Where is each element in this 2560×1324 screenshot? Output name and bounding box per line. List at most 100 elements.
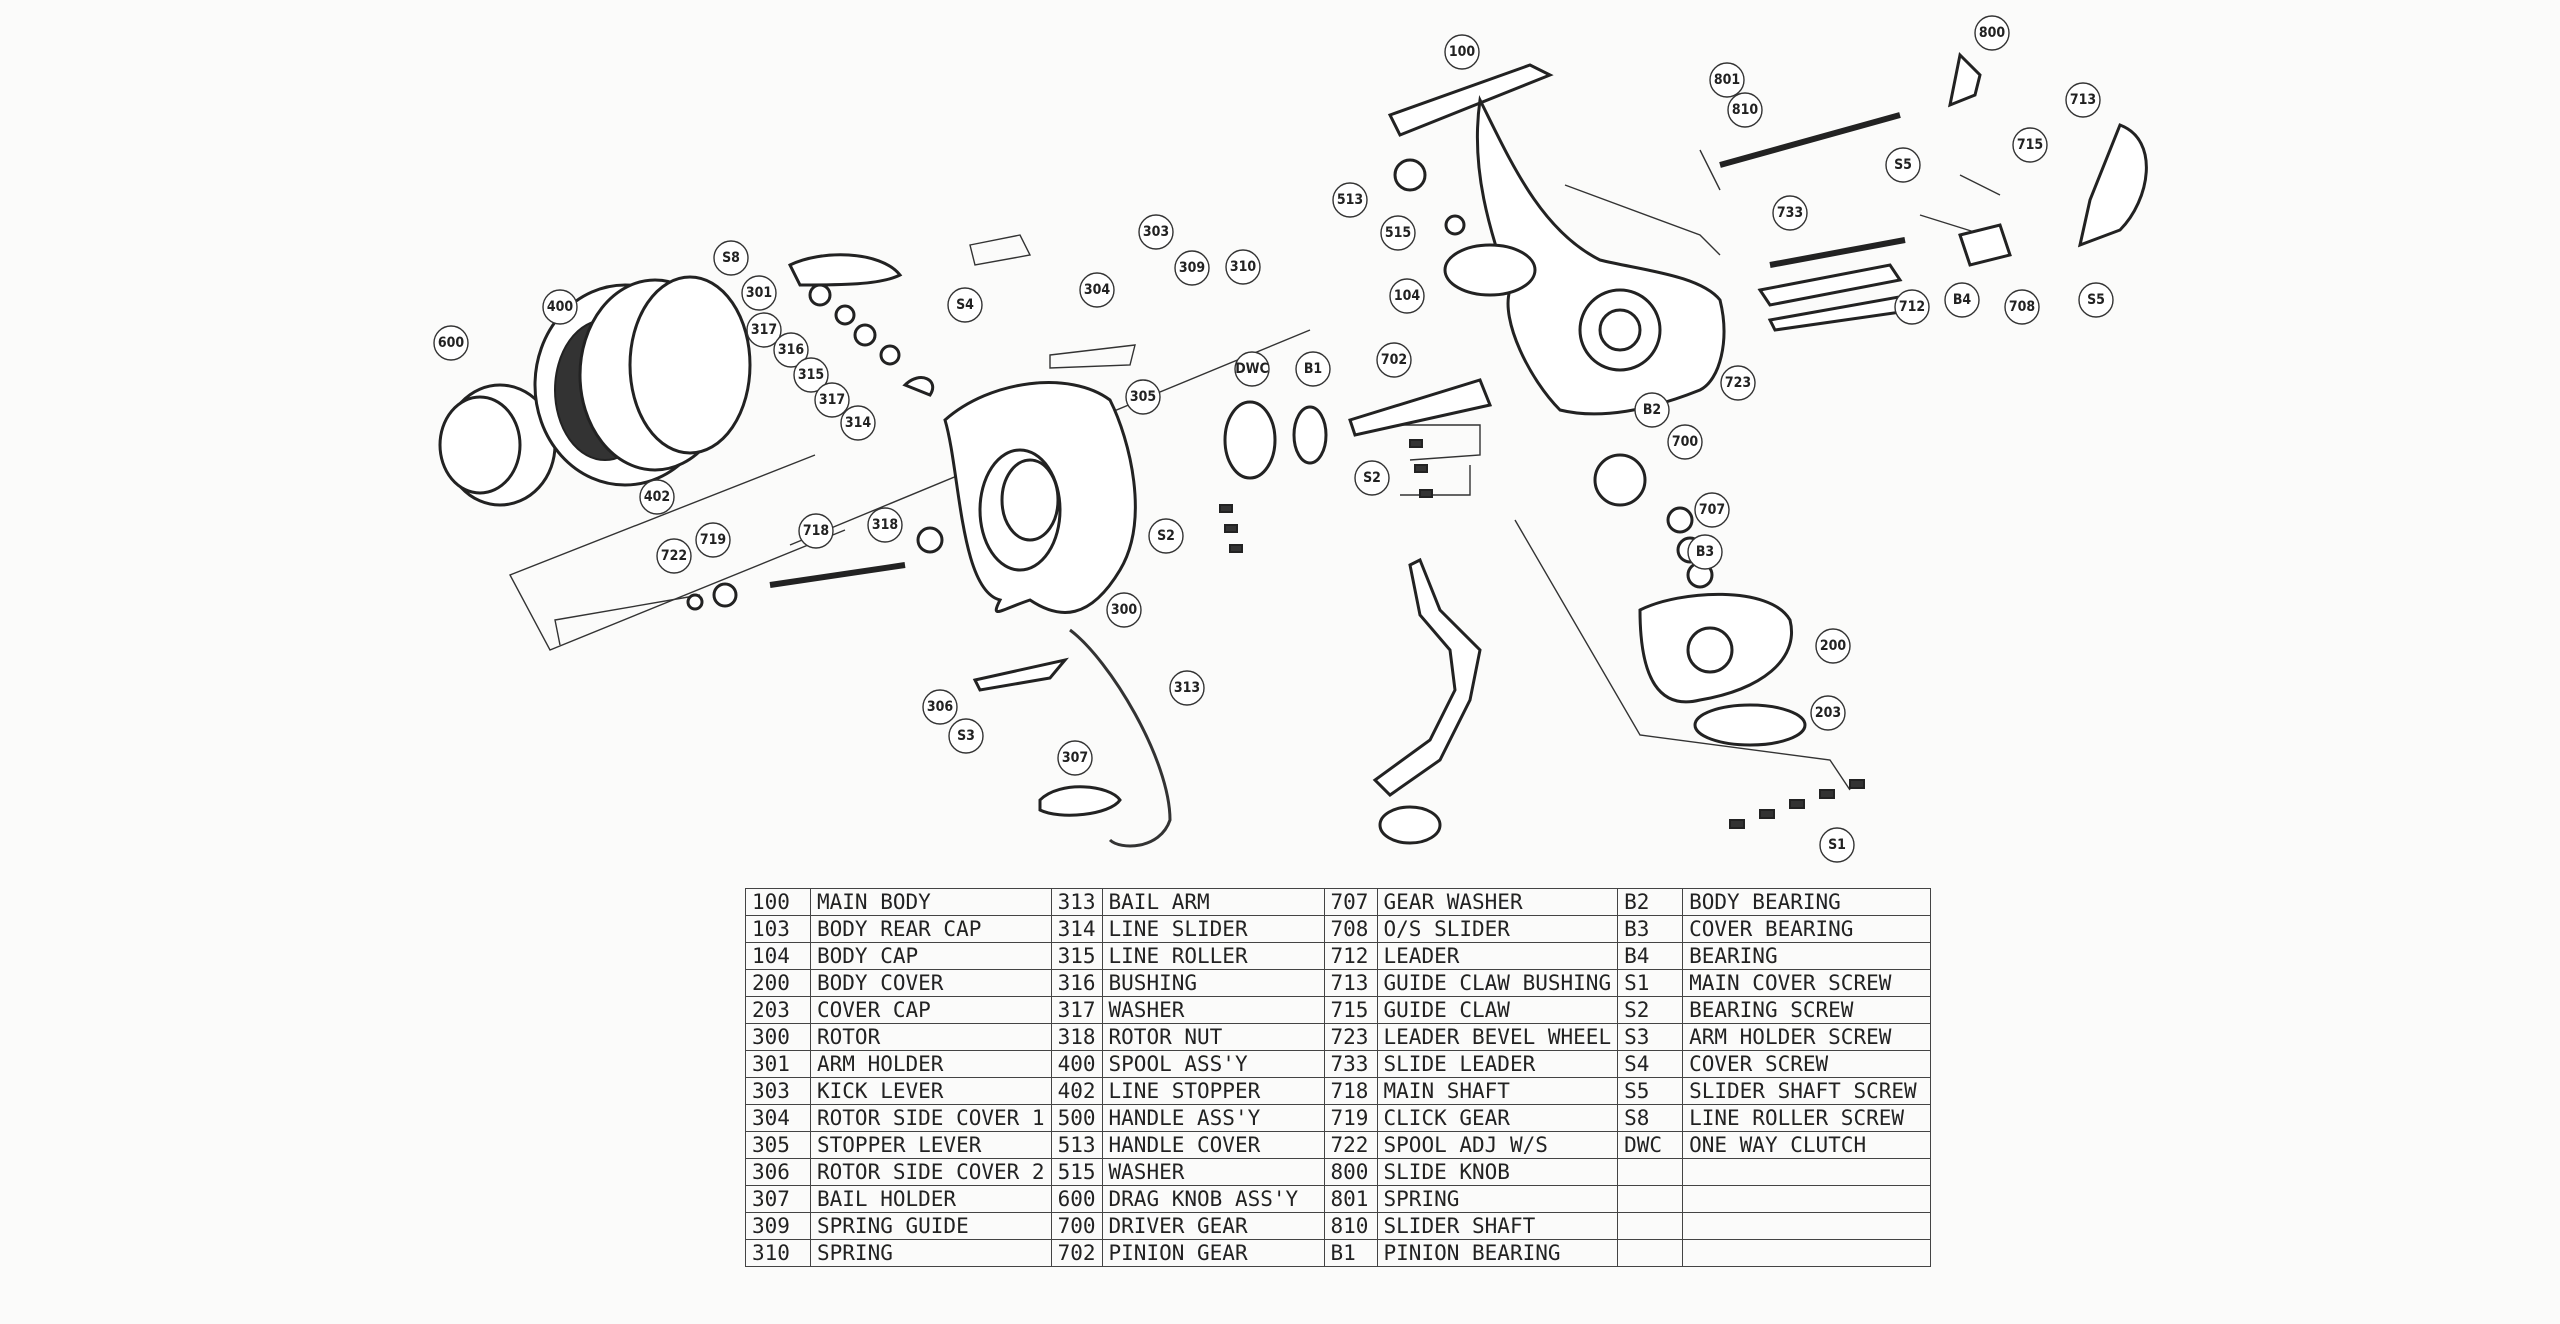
part-name-cell xyxy=(1682,1185,1932,1213)
part-number-cell: 733 xyxy=(1323,1050,1378,1078)
part-number-cell: 500 xyxy=(1050,1104,1103,1132)
part-name-cell: HANDLE COVER xyxy=(1101,1131,1325,1159)
part-name-cell: LEADER xyxy=(1376,942,1619,970)
callout-309: 309 xyxy=(1174,250,1210,286)
svg-text:707: 707 xyxy=(1699,502,1725,518)
part-name-cell: PINION BEARING xyxy=(1376,1239,1619,1267)
callout-203: 203 xyxy=(1810,695,1846,731)
svg-text:303: 303 xyxy=(1143,224,1169,240)
part-name-cell: ROTOR NUT xyxy=(1101,1023,1325,1051)
svg-text:400: 400 xyxy=(547,299,574,315)
part-name-cell xyxy=(1682,1239,1932,1267)
svg-text:600: 600 xyxy=(438,335,465,351)
svg-text:810: 810 xyxy=(1732,102,1759,118)
exploded-view-diagram: 100 800 801 810 713 715 S5 513 515 104 7… xyxy=(433,15,2148,863)
part-number-cell: S8 xyxy=(1617,1104,1684,1132)
callout-315: 315 xyxy=(793,357,829,393)
part-number-cell: 300 xyxy=(745,1023,811,1051)
callout-104: 104 xyxy=(1389,278,1425,314)
callout-700: 700 xyxy=(1667,424,1703,460)
part-number-cell: S5 xyxy=(1617,1077,1684,1105)
callout-722: 722 xyxy=(656,538,692,574)
svg-text:702: 702 xyxy=(1381,352,1407,368)
spool-assembly xyxy=(438,275,752,507)
part-name-cell: SLIDE LEADER xyxy=(1376,1050,1619,1078)
callout-304: 304 xyxy=(1079,272,1115,308)
svg-text:513: 513 xyxy=(1337,192,1363,208)
part-name-cell: GUIDE CLAW BUSHING xyxy=(1376,969,1619,997)
callouts: 100 800 801 810 713 715 S5 513 515 104 7… xyxy=(433,15,2114,863)
part-name-cell: DRIVER GEAR xyxy=(1101,1212,1325,1240)
callout-305: 305 xyxy=(1125,379,1161,415)
part-name-cell: COVER SCREW xyxy=(1682,1050,1932,1078)
part-number-cell: 103 xyxy=(745,915,811,943)
svg-text:S2: S2 xyxy=(1363,470,1381,486)
callout-s1: S1 xyxy=(1819,827,1855,863)
part-number-cell xyxy=(1617,1239,1684,1267)
part-number-cell: S1 xyxy=(1617,969,1684,997)
part-number-cell: 100 xyxy=(745,888,811,916)
callout-317-a: 317 xyxy=(746,312,782,348)
part-name-cell: COVER CAP xyxy=(810,996,1052,1024)
part-number-cell: 307 xyxy=(745,1185,811,1213)
part-name-cell: ARM HOLDER SCREW xyxy=(1682,1023,1932,1051)
part-number-cell: 314 xyxy=(1050,915,1103,943)
svg-text:402: 402 xyxy=(644,489,670,505)
callout-719: 719 xyxy=(695,522,731,558)
svg-text:713: 713 xyxy=(2070,92,2096,108)
part-number-cell: 318 xyxy=(1050,1023,1103,1051)
callout-313: 313 xyxy=(1169,670,1205,706)
part-number-cell: 718 xyxy=(1323,1077,1378,1105)
svg-text:310: 310 xyxy=(1230,259,1257,275)
callout-402: 402 xyxy=(639,479,675,515)
part-number-cell: 513 xyxy=(1050,1131,1103,1159)
svg-text:712: 712 xyxy=(1899,299,1925,315)
callout-310: 310 xyxy=(1225,249,1261,285)
part-number-cell: 301 xyxy=(745,1050,811,1078)
part-number-cell: 310 xyxy=(745,1239,811,1267)
part-number-cell: 801 xyxy=(1323,1185,1378,1213)
svg-text:305: 305 xyxy=(1130,389,1156,405)
part-number-cell: 104 xyxy=(745,942,811,970)
part-number-cell: 515 xyxy=(1050,1158,1103,1186)
part-number-cell: 719 xyxy=(1323,1104,1378,1132)
part-name-cell: LEADER BEVEL WHEEL xyxy=(1376,1023,1619,1051)
part-name-cell: HANDLE ASS'Y xyxy=(1101,1104,1325,1132)
callout-810: 810 xyxy=(1727,92,1763,128)
part-name-cell: MAIN BODY xyxy=(810,888,1052,916)
callout-713: 713 xyxy=(2065,82,2101,118)
part-name-cell xyxy=(1682,1212,1932,1240)
part-name-cell: CLICK GEAR xyxy=(1376,1104,1619,1132)
main-shaft xyxy=(686,526,944,611)
part-number-cell xyxy=(1617,1158,1684,1186)
svg-text:B3: B3 xyxy=(1696,544,1714,560)
part-name-cell: PINION GEAR xyxy=(1101,1239,1325,1267)
part-number-cell: 304 xyxy=(745,1104,811,1132)
callout-b3: B3 xyxy=(1687,534,1723,570)
callout-400: 400 xyxy=(542,289,578,325)
callout-200: 200 xyxy=(1815,628,1851,664)
svg-text:306: 306 xyxy=(927,699,954,715)
part-name-cell: SPOOL ASS'Y xyxy=(1101,1050,1325,1078)
svg-text:S3: S3 xyxy=(957,728,975,744)
svg-text:719: 719 xyxy=(700,532,726,548)
part-name-cell: ARM HOLDER xyxy=(810,1050,1052,1078)
part-number-cell: 707 xyxy=(1323,888,1378,916)
svg-text:722: 722 xyxy=(661,548,687,564)
svg-text:300: 300 xyxy=(1111,602,1138,618)
svg-text:700: 700 xyxy=(1672,434,1699,450)
callout-s5-right: S5 xyxy=(2078,282,2114,318)
part-name-cell: STOPPER LEVER xyxy=(810,1131,1052,1159)
callout-513: 513 xyxy=(1332,182,1368,218)
part-name-cell: LINE STOPPER xyxy=(1101,1077,1325,1105)
part-number-cell: B1 xyxy=(1323,1239,1378,1267)
svg-text:B2: B2 xyxy=(1643,402,1661,418)
svg-text:S2: S2 xyxy=(1157,528,1175,544)
svg-text:309: 309 xyxy=(1179,260,1205,276)
part-number-cell: 600 xyxy=(1050,1185,1103,1213)
callout-b1: B1 xyxy=(1295,351,1331,387)
